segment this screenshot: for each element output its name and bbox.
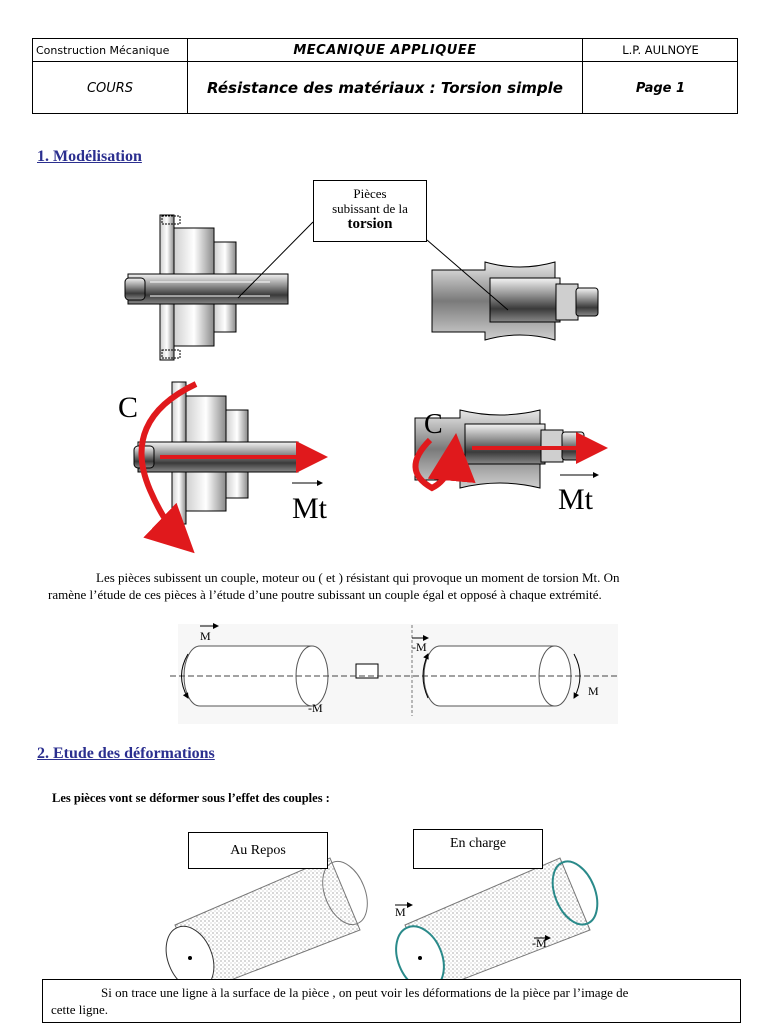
cylinder-rest — [165, 857, 368, 991]
deformation-note: Si on trace une ligne à la surface de la… — [42, 979, 741, 1023]
header-type: COURS — [33, 62, 188, 114]
section-title-modelisation: 1. Modélisation — [37, 148, 142, 165]
header-title: MECANIQUE APPLIQUEE — [188, 39, 583, 62]
callout-line-2: subissant de la — [332, 201, 408, 216]
gear-shaft-figure-2 — [133, 381, 328, 554]
bolt-assembly-figure-2 — [412, 409, 608, 492]
beam-label-neg-m-1: -M — [308, 701, 323, 715]
paragraph-line-1: Les pièces subissent un couple, moteur o… — [96, 570, 620, 585]
cylinder-load — [395, 857, 599, 991]
bolt-assembly-figure-1 — [431, 261, 599, 341]
box-en-charge: En charge — [413, 829, 543, 869]
header-page: Page 1 — [635, 80, 686, 96]
gear-shaft-figure-1 — [124, 214, 289, 361]
header-subject: Construction Mécanique — [33, 39, 188, 62]
box-au-repos: Au Repos — [188, 832, 328, 869]
beam-label-m-2: M — [588, 684, 599, 698]
beam-label-m-1: M — [200, 629, 211, 643]
callout-bold: torsion — [347, 216, 393, 232]
modelisation-paragraph: Les pièces subissent un couple, moteur o… — [48, 569, 738, 603]
beam-label-neg-m-2: -M — [412, 640, 427, 654]
callout-torsion: Pièces subissant de la torsion — [313, 180, 427, 242]
header-school: L.P. AULNOYE — [583, 39, 738, 62]
label-mt-1: Mt — [292, 492, 328, 525]
section-title-deformations: 2. Etude des déformations — [37, 745, 215, 762]
label-c-2: C — [424, 409, 443, 440]
paragraph-line-2: ramène l’étude de ces pièces à l’étude d… — [48, 587, 602, 602]
callout-line-1: Pièces — [353, 186, 387, 201]
label-mt-2: Mt — [558, 483, 594, 516]
header-table: Construction Mécanique MECANIQUE APPLIQU… — [32, 38, 738, 114]
header-chapter: Résistance des matériaux : Torsion simpl… — [188, 62, 583, 114]
note-line-1: Si on trace une ligne à la surface de la… — [101, 985, 629, 1000]
deformations-intro: Les pièces vont se déformer sous l’effet… — [52, 791, 330, 805]
cyl-label-neg-m: -M — [532, 936, 547, 950]
cyl-label-m: M — [395, 905, 406, 919]
note-line-2: cette ligne. — [51, 1002, 109, 1017]
beam-diagram — [170, 623, 620, 724]
label-c-1: C — [118, 391, 138, 424]
